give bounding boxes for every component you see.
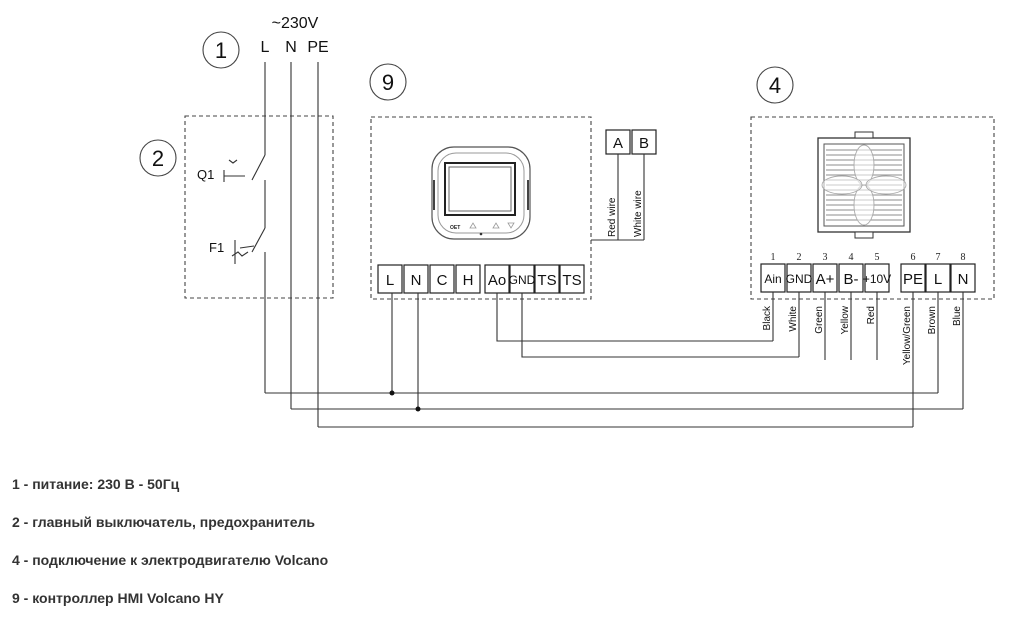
supply-voltage-label: ~230V <box>272 15 319 32</box>
controller-terminal-h <box>455 264 481 294</box>
motor-terminal-b-minus <box>838 263 864 293</box>
f1-fuse-symbol <box>231 215 266 264</box>
motor-terminal-block: Ain GND A+ B- +10V PE L N <box>760 263 976 293</box>
svg-text:4: 4 <box>769 73 781 98</box>
motor-terminal-gnd <box>786 263 812 293</box>
ab-terminal-block: A B <box>605 129 657 155</box>
controller-terminal-l <box>377 264 403 294</box>
svg-text:A: A <box>613 135 623 152</box>
svg-text:+10V: +10V <box>863 272 891 286</box>
svg-text:PE: PE <box>903 271 923 288</box>
controller-terminal-ao <box>484 264 510 294</box>
controller-terminal-ts1 <box>534 264 560 294</box>
svg-text:1: 1 <box>215 38 227 63</box>
legend-item-2: 2 - главный выключатель, предохранитель <box>12 514 316 530</box>
svg-text:Black: Black <box>762 305 773 330</box>
supply-line-l: L <box>261 39 270 56</box>
motor-terminal-pe <box>900 263 926 293</box>
svg-text:B: B <box>639 135 649 152</box>
legend-item-4: 4 - подключение к электродвигателю Volca… <box>12 552 329 568</box>
svg-text:A+: A+ <box>816 271 835 288</box>
red-wire-label: Red wire <box>607 197 618 237</box>
svg-text:N: N <box>411 272 422 289</box>
svg-text:9: 9 <box>382 70 394 95</box>
svg-text:Ain: Ain <box>764 272 781 286</box>
svg-text:GND: GND <box>786 272 813 286</box>
svg-text:N: N <box>958 271 969 288</box>
terminal-a <box>605 129 631 155</box>
motor-terminal-n <box>950 263 976 293</box>
svg-text:H: H <box>463 272 474 289</box>
callout-2: 2 <box>139 139 177 177</box>
svg-text:C: C <box>437 272 448 289</box>
svg-text:1: 1 <box>771 252 776 263</box>
controller-terminal-c <box>429 264 455 294</box>
junction-dot-l <box>389 390 395 396</box>
svg-text:2: 2 <box>152 146 164 171</box>
svg-text:White: White <box>788 306 799 332</box>
svg-text:B-: B- <box>844 271 859 288</box>
controller-terminal-block: L N C H Ao GND TS TS <box>377 264 585 294</box>
svg-text:L: L <box>934 271 942 288</box>
controller-box <box>370 116 592 300</box>
svg-text:5: 5 <box>875 252 880 263</box>
callout-1: 1 <box>202 31 240 69</box>
controller-logo: OET <box>450 225 460 231</box>
motor-pin-numbers: 1 2 3 4 5 6 7 8 <box>771 252 966 263</box>
svg-text:3: 3 <box>823 252 828 263</box>
controller-device-icon: OET <box>431 146 531 240</box>
legend-item-1: 1 - питание: 230 В - 50Гц <box>12 476 180 492</box>
svg-text:2: 2 <box>797 252 802 263</box>
svg-text:Blue: Blue <box>952 306 963 326</box>
supply-line-pe: PE <box>307 39 328 56</box>
switchgear-box <box>184 115 334 299</box>
svg-text:L: L <box>386 272 394 289</box>
svg-text:GND: GND <box>509 273 536 287</box>
svg-text:6: 6 <box>911 252 916 263</box>
f1-label: F1 <box>209 240 224 255</box>
svg-text:8: 8 <box>961 252 966 263</box>
svg-text:7: 7 <box>936 252 941 263</box>
svg-text:4: 4 <box>849 252 854 263</box>
junction-dot-n <box>415 406 421 412</box>
motor-terminal-l <box>925 263 951 293</box>
motor-box <box>750 116 995 300</box>
svg-text:Yellow: Yellow <box>840 305 851 334</box>
q1-label: Q1 <box>197 167 214 182</box>
wiring-diagram: ~230V L N PE 1 2 9 4 Q1 F1 <box>139 15 995 428</box>
legend-item-9: 9 - контроллер HMI Volcano HY <box>12 590 224 606</box>
svg-text:Brown: Brown <box>927 306 938 334</box>
controller-terminal-ts2 <box>559 264 585 294</box>
supply-line-n: N <box>285 39 297 56</box>
svg-text:Yellow/Green: Yellow/Green <box>902 306 913 365</box>
svg-text:Ao: Ao <box>488 272 506 289</box>
svg-text:TS: TS <box>537 272 556 289</box>
callout-4: 4 <box>756 66 794 104</box>
q1-breaker-symbol <box>223 140 266 182</box>
white-wire-label: White wire <box>633 190 644 237</box>
svg-text:TS: TS <box>562 272 581 289</box>
svg-text:Red: Red <box>866 306 877 324</box>
callout-9: 9 <box>369 63 407 101</box>
terminal-b <box>631 129 657 155</box>
motor-wire-colors: Black White Green Yellow Red Yellow/Gree… <box>762 305 963 365</box>
svg-text:Green: Green <box>814 306 825 334</box>
fan-unit-icon <box>817 131 911 239</box>
controller-terminal-n <box>403 264 429 294</box>
